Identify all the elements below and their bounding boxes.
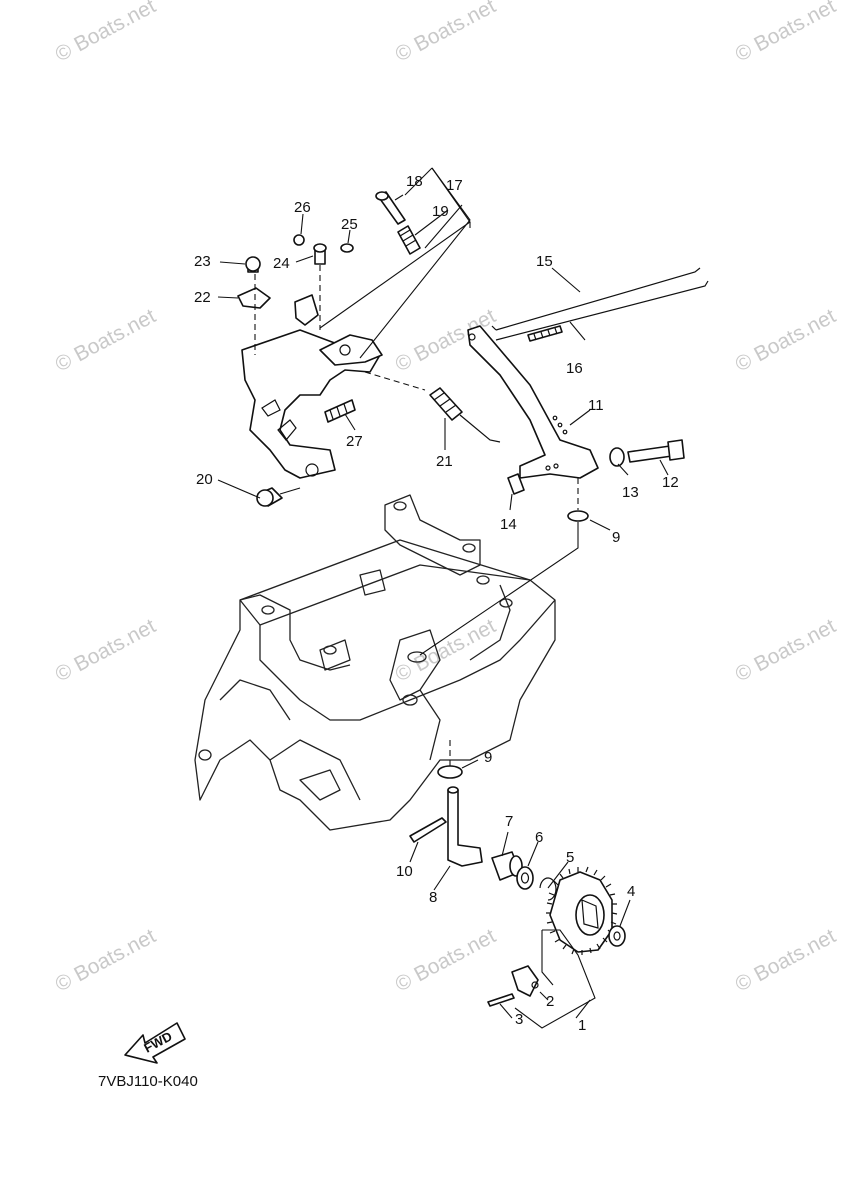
callout-19: 19 [432,203,449,220]
screw-23-head [245,256,261,272]
lever-bolt [609,439,685,467]
clip-22 [237,287,271,309]
watermark: © Boats.net [732,924,840,996]
spring-21 [429,387,463,421]
callout-26: 26 [294,199,311,216]
callout-23: 23 [194,253,211,270]
spring-16 [527,325,563,342]
spring-19 [397,225,421,255]
callout-14: 14 [500,516,517,533]
watermark: © Boats.net [392,0,500,66]
callout-20: 20 [196,471,213,488]
nut-4 [608,925,626,947]
callout-22: 22 [194,289,211,306]
callout-15: 15 [536,253,553,270]
rod-15 [495,267,701,331]
callout-11: 11 [588,397,604,414]
callout-9-upper: 9 [612,529,620,546]
callout-21: 21 [436,453,453,470]
spring-27 [324,399,356,423]
watermark: © Boats.net [52,924,160,996]
washer-6 [516,866,534,890]
callout-3: 3 [515,1011,523,1028]
watermark: © Boats.net [732,0,840,66]
callout-27: 27 [346,433,363,450]
gear-1 [546,866,618,955]
callout-10: 10 [396,863,413,880]
watermark: © Boats.net [392,924,500,996]
watermark: © Boats.net [732,614,840,686]
diagram-code: 7VBJ110-K040 [98,1073,198,1090]
callout-18: 18 [406,173,423,190]
callout-13: 13 [622,484,639,501]
pin-3 [487,993,515,1007]
washer-9-upper [567,510,589,522]
callout-2: 2 [546,993,554,1010]
callout-6: 6 [535,829,543,846]
watermark: © Boats.net [52,0,160,66]
bracket-2 [511,965,539,997]
callout-12: 12 [662,474,679,491]
bracket-tab [294,294,319,326]
callout-17: 17 [446,177,463,194]
bracket-assembly [237,234,383,479]
rod-16 [495,280,709,341]
callout-5: 5 [566,849,574,866]
callout-labels: 1 2 3 4 5 6 7 8 9 9 10 11 12 13 14 15 16… [194,173,679,1034]
link-14 [507,473,525,495]
lower-assembly [409,740,626,1007]
callout-24: 24 [273,255,290,272]
bolt-12 [627,445,673,463]
callout-1: 1 [578,1017,586,1034]
callout-8: 8 [429,889,437,906]
shaft-8 [447,789,483,867]
washer-9-lower [437,765,463,779]
callout-4: 4 [627,883,635,900]
callout-25: 25 [341,216,358,233]
washer-13 [609,447,625,467]
callout-9-lower: 9 [484,749,492,766]
watermark: © Boats.net [732,304,840,376]
link-rods [491,267,709,342]
watermark: © Boats.net [52,614,160,686]
washer-25 [340,243,354,253]
fwd-arrow: FWD [124,1022,186,1064]
callout-7: 7 [505,813,513,830]
fwd-arrow-icon [124,1022,186,1064]
throttle-cam [319,334,383,366]
engine-block [194,494,556,831]
upper-hardware [256,191,501,507]
nut-26 [293,234,305,246]
watermark-layer: © Boats.net © Boats.net © Boats.net © Bo… [52,0,840,996]
throttle-lever [419,325,599,656]
lever-arm-11 [467,325,599,479]
callout-16: 16 [566,360,583,377]
watermark: © Boats.net [52,304,160,376]
leader-lines [217,167,669,1029]
clip-pin-10 [409,817,447,843]
